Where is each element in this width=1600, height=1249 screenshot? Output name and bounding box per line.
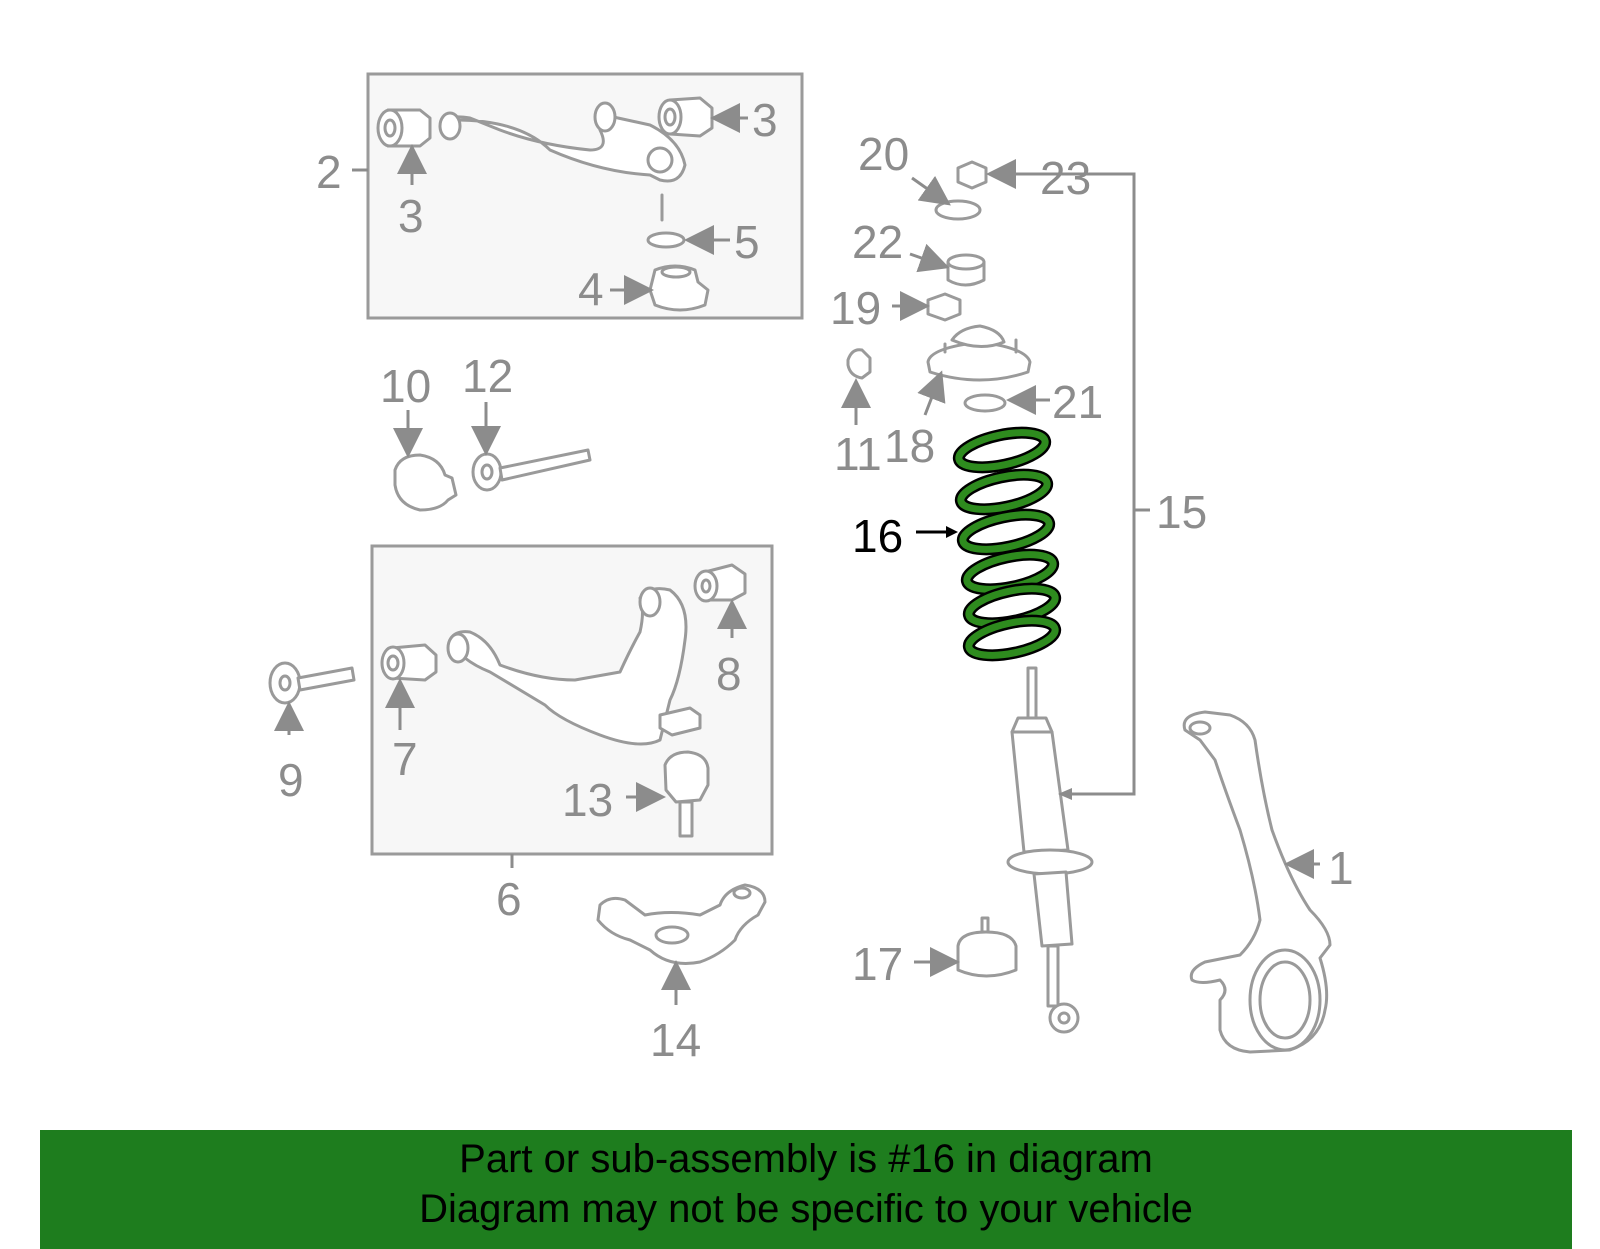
- nut-19: [926, 292, 962, 322]
- label-15: 15: [1156, 486, 1207, 538]
- label-12: 12: [462, 350, 513, 402]
- label-2: 2: [316, 146, 342, 198]
- label-10: 10: [380, 360, 431, 412]
- spring-coil: [965, 617, 1059, 659]
- label-17: 17: [852, 938, 903, 990]
- label-22: 22: [852, 216, 903, 268]
- label-14: 14: [650, 1014, 701, 1066]
- label-7: 7: [392, 733, 418, 785]
- spring-coil: [959, 511, 1053, 553]
- group-bracket-15: [1002, 172, 1150, 800]
- bracket-14: [596, 883, 767, 965]
- label-23: 23: [1040, 152, 1091, 204]
- label-1: 1: [1328, 842, 1354, 894]
- label-21: 21: [1052, 376, 1103, 428]
- upper-control-arm: [438, 101, 687, 222]
- nut-23: [956, 160, 988, 190]
- boot-4: [648, 264, 710, 312]
- bushing-7: [380, 643, 438, 682]
- bolt-12: [471, 448, 592, 492]
- shock-absorber: [1006, 666, 1094, 1034]
- bushing-8: [693, 563, 747, 603]
- label-11: 11: [834, 428, 882, 480]
- cam-10: [393, 453, 458, 512]
- label-19: 19: [830, 282, 881, 334]
- bushing-22: [946, 253, 986, 287]
- leader-arrows: [274, 103, 1320, 1005]
- info-banner: Part or sub-assembly is #16 in diagram D…: [40, 1130, 1572, 1249]
- washer-5: [646, 231, 686, 249]
- bushing-3a: [376, 108, 432, 148]
- nut-11: [846, 348, 872, 380]
- label-13: 13: [562, 774, 613, 826]
- washer-20: [934, 199, 982, 221]
- lower-control-arm: [446, 586, 702, 746]
- label-18: 18: [884, 420, 935, 472]
- upper-mount-18: [926, 324, 1032, 382]
- callout-labels: 1 2 3 3 4 5 6 7 8 9 10 11 12 13 14 15 16…: [278, 94, 1354, 1066]
- label-6: 6: [496, 873, 522, 925]
- label-9: 9: [278, 754, 304, 806]
- suspension-parts-diagram: 1 2 3 3 4 5 6 7 8 9 10 11 12 13 14 15 16…: [268, 72, 1354, 1066]
- banner-line-1: Part or sub-assembly is #16 in diagram: [459, 1137, 1153, 1181]
- stopper-17: [956, 916, 1018, 978]
- banner-line-2: Diagram may not be specific to your vehi…: [419, 1187, 1193, 1231]
- bushing-3b: [657, 96, 714, 138]
- coil-spring-16: [952, 426, 1062, 662]
- insulator-21: [963, 393, 1007, 413]
- spring-coil: [955, 429, 1049, 471]
- steering-knuckle: [1182, 710, 1332, 1054]
- label-3a: 3: [398, 190, 424, 242]
- spring-coil: [957, 471, 1051, 513]
- label-16: 16: [852, 510, 903, 562]
- bolt-9: [268, 661, 356, 705]
- label-4: 4: [578, 263, 604, 315]
- ball-joint-13: [663, 750, 710, 838]
- label-8: 8: [716, 648, 742, 700]
- label-3b: 3: [752, 94, 778, 146]
- label-5: 5: [734, 216, 760, 268]
- label-20: 20: [858, 128, 909, 180]
